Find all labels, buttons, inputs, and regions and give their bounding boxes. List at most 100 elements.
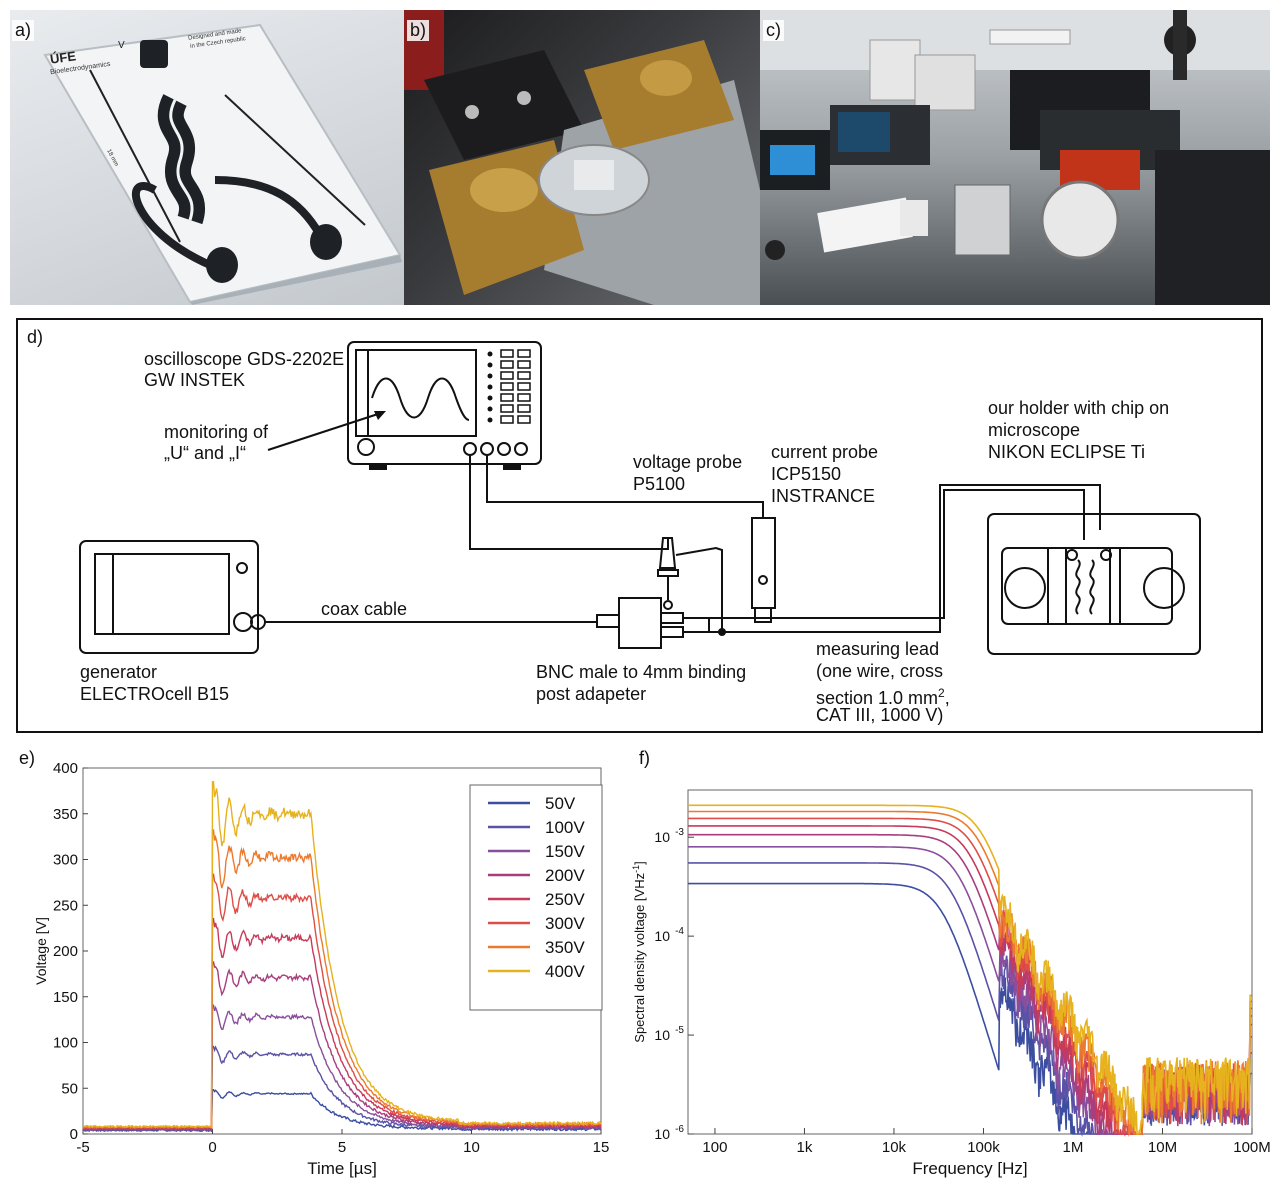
lead-label-3a: section 1.0 mm [816,688,939,708]
panel-b-label: b) [407,20,430,41]
schematic-drawing [79,341,1201,655]
monitoring-arrow [267,413,379,451]
osc-label-1: oscilloscope GDS-2202E [144,349,345,369]
lead-label-2: (one wire, cross [816,661,944,681]
measuring-lead [683,484,1101,633]
series-line-e-50V [82,1089,602,1133]
legend-label-e: 100V [545,818,585,837]
ytick-label-e: 0 [70,1126,78,1143]
legend-label-e: 250V [545,890,585,909]
lead-label-3sup: 2 [938,686,945,700]
cprobe-label-3: INSTRANCE [771,486,876,506]
wire-voltage [469,455,669,550]
vprobe-label-1: voltage probe [633,452,743,472]
xtick-label-f: 10k [882,1139,907,1156]
lead-label-1: measuring lead [816,639,940,659]
oscilloscope-screen [355,349,477,437]
ylabel-f: Spectral density voltage [VHz-1] [631,861,647,1042]
osc-label-2: GW INSTEK [144,370,246,390]
chip-mark: V [118,40,125,51]
series-line-e-400V [82,781,602,1129]
legend-e [469,784,603,1011]
legend-label-e: 150V [545,842,585,861]
panel-c-label: c) [763,20,784,41]
series-line-f-7 [688,804,1252,1136]
xtick-label-f: 100k [967,1139,1000,1156]
xlabel-f: Frequency [Hz] [912,1159,1027,1178]
ytick-exp-f: -5 [675,1025,684,1036]
lead-label-3: section 1.0 mm2, [816,682,950,709]
ytick-label-e: 300 [53,852,78,869]
holder-illustration [404,10,760,305]
photo-holder [404,10,760,305]
xtick-label-e: -5 [76,1139,89,1156]
ytick-label-e: 100 [53,1035,78,1052]
cprobe-label-2: ICP5150 [771,464,842,484]
holder-label-3: NIKON ECLIPSE Ti [988,442,1146,462]
generator-screen [94,553,230,635]
photo-lab [760,10,1270,305]
legend-label-e: 200V [545,866,585,885]
ytick-label-e: 350 [53,806,78,823]
wire-current [486,455,764,518]
xtick-label-f: 10M [1148,1139,1177,1156]
oscilloscope-body [347,341,542,465]
ytick-exp-f: -3 [675,827,684,838]
xtick-label-f: 100M [1233,1139,1271,1156]
holder-body [987,513,1201,655]
bnc-label-2: post adapeter [536,684,647,704]
series-line-e-150V [82,1004,602,1132]
xtick-label-f: 100 [702,1139,727,1156]
lead-label-4: CAT III, 1000 V) [816,705,944,725]
generator-body [79,540,259,654]
legend-label-e: 400V [545,962,585,981]
ytick-exp-f: -4 [675,926,684,937]
oscilloscope-wave [371,377,470,421]
vprobe-label-2: P5100 [633,474,686,494]
ytick-label-f: 10 [654,1126,670,1142]
monitor-label-2: „U“ and „I“ [164,443,247,463]
bnc-adapter [618,597,662,649]
lab-illustration [760,10,1270,305]
xtick-label-f: 1k [797,1139,813,1156]
voltage-probe [658,537,677,569]
monitor-label-1: monitoring of [164,422,269,442]
xlabel-e: Time [µs] [307,1159,377,1178]
ytick-exp-f: -6 [675,1124,684,1135]
panel-f-label: f) [639,748,650,768]
coax-label: coax cable [321,599,408,619]
ytick-label-e: 50 [61,1080,78,1097]
xtick-label-e: 10 [463,1139,480,1156]
gen-label-1: generator [80,662,158,682]
bnc-label-1: BNC male to 4mm binding [536,662,747,682]
xtick-label-f: 1M [1063,1139,1084,1156]
series-line-e-350V [82,829,602,1130]
ylabel-e: Voltage [V] [33,917,49,985]
lead-label-3b: , [944,688,950,708]
legend-label-e: 300V [545,914,585,933]
schematic-frame [16,318,1263,733]
gen-label-2: ELECTROcell B15 [80,684,230,704]
holder-label-1: our holder with chip on [988,398,1170,418]
ytick-label-f: 10 [654,1027,670,1043]
xtick-label-e: 5 [338,1139,346,1156]
legend-label-e: 350V [545,938,585,957]
ytick-label-f: 10 [654,829,670,845]
ytick-label-e: 200 [53,943,78,960]
plot-area-f [687,789,1253,1135]
current-probe [751,517,776,609]
panel-e-label: e) [19,748,36,768]
chip-illustration [43,23,402,305]
ytick-label-e: 400 [53,760,78,777]
panel-d-label: d) [27,327,44,347]
legend-label-e: 50V [545,794,576,813]
xtick-label-e: 15 [593,1139,610,1156]
cprobe-label-1: current probe [771,442,879,462]
panel-a-label: a) [12,20,35,41]
ytick-label-e: 250 [53,897,78,914]
ytick-label-e: 150 [53,989,78,1006]
series-line-f-5 [688,817,1252,1135]
photo-chip: ÚFE Bioelectrodynamics V Designed and ma… [10,10,404,305]
